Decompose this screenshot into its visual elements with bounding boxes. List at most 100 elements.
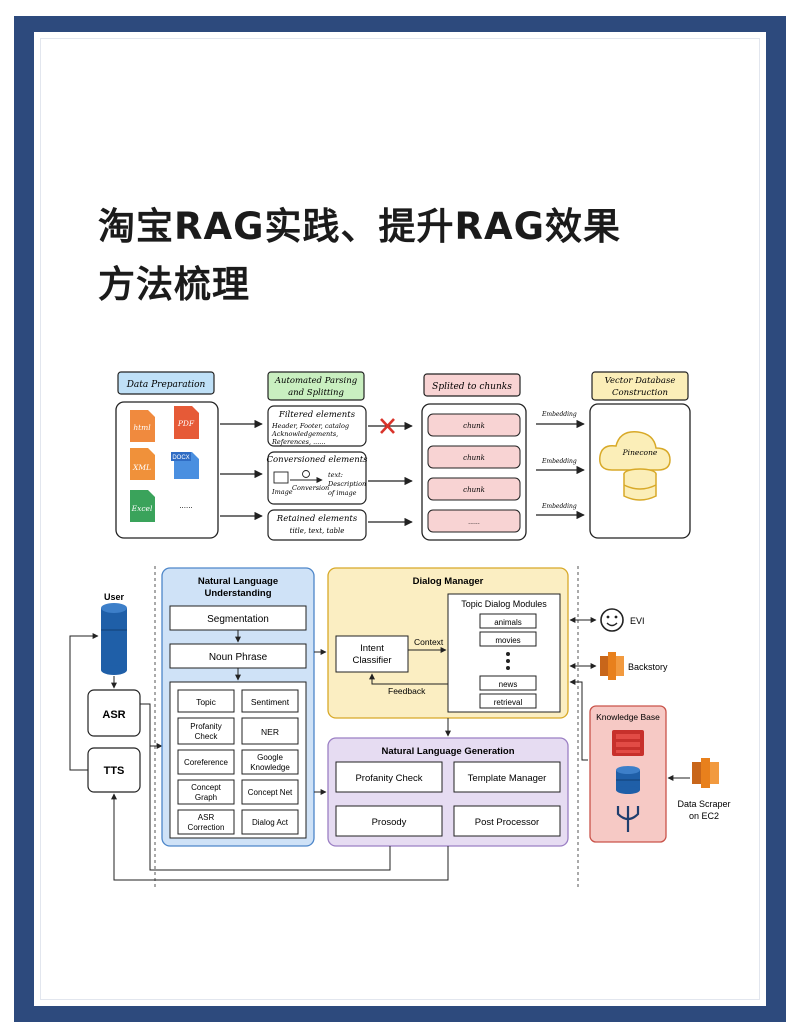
pinecone-label: Pinecone bbox=[622, 448, 658, 457]
data-prep-label: Data Preparation bbox=[126, 380, 206, 390]
profanity-label-1: Profanity bbox=[190, 722, 222, 731]
prosody-label: Prosody bbox=[372, 817, 407, 828]
concept-graph-label-1: Concept bbox=[191, 783, 222, 792]
page-title-line-1: 淘宝RAG实践、提升RAG效果 bbox=[98, 205, 621, 248]
chunks-box bbox=[421, 403, 527, 541]
trident-icon bbox=[616, 806, 640, 832]
feedback-label: Feedback bbox=[388, 686, 426, 696]
svg-text:Excel: Excel bbox=[131, 504, 153, 513]
parsing-header bbox=[267, 371, 365, 401]
image-icon bbox=[273, 471, 289, 484]
dialog-act-label: Dialog Act bbox=[252, 818, 289, 827]
embedding-label: Embedding bbox=[541, 458, 577, 465]
google-label-1: Google bbox=[257, 753, 283, 762]
segmentation-box bbox=[169, 605, 307, 631]
filtered-elements-box bbox=[267, 405, 367, 447]
paper-border bbox=[40, 38, 760, 1000]
nlg-profanity-label: Profanity Check bbox=[355, 773, 422, 784]
ner-box bbox=[241, 717, 299, 745]
svg-text:PDF: PDF bbox=[177, 419, 195, 428]
noun-phrase-box bbox=[169, 643, 307, 669]
xml-file-icon: XML bbox=[130, 448, 155, 480]
more-files-label: ...... bbox=[179, 501, 192, 510]
ner-label: NER bbox=[261, 727, 279, 737]
concept-net-label: Concept Net bbox=[248, 788, 293, 797]
rag-pipeline-diagram: Data Preparation Automated Parsing and S… bbox=[115, 371, 691, 541]
vector-header bbox=[591, 371, 689, 401]
nlu-title-1: Natural Language bbox=[198, 576, 278, 587]
conversion-title: Conversioned elements bbox=[267, 455, 369, 465]
asr-correction-label-2: Correction bbox=[188, 823, 225, 832]
conversion-label: Conversion bbox=[292, 484, 329, 492]
context-label: Context bbox=[414, 637, 444, 647]
post-processor-label: Post Processor bbox=[475, 817, 539, 828]
topic-modules-label: Topic Dialog Modules bbox=[461, 599, 547, 609]
dm-title: Dialog Manager bbox=[413, 576, 484, 587]
sentiment-box bbox=[241, 689, 299, 713]
post-processor-box bbox=[453, 805, 561, 837]
filtered-title: Filtered elements bbox=[278, 410, 356, 420]
noun-phrase-label: Noun Phrase bbox=[209, 652, 268, 663]
vector-label-2: Construction bbox=[612, 388, 668, 398]
chunks-header bbox=[423, 373, 521, 397]
scraper-label-2: on EC2 bbox=[689, 811, 719, 821]
user-label: User bbox=[104, 592, 125, 602]
filtered-line-1: Header, Footer, catalog bbox=[271, 422, 349, 430]
evi-label: EVI bbox=[630, 616, 645, 626]
coreference-box bbox=[177, 749, 235, 775]
chunk-label: chunk bbox=[463, 454, 485, 462]
intent-label-1: Intent bbox=[360, 643, 384, 654]
module-item bbox=[479, 613, 537, 629]
asr-box bbox=[87, 689, 141, 737]
filtered-line-2: Acknowledgements, bbox=[271, 430, 338, 438]
intent-classifier-box bbox=[335, 635, 409, 673]
embedding-label: Embedding bbox=[541, 411, 577, 418]
nlg-title: Natural Language Generation bbox=[381, 746, 514, 757]
retained-title: Retained elements bbox=[276, 514, 358, 524]
embedding-label: Embedding bbox=[541, 503, 577, 510]
ellipsis-dot bbox=[506, 659, 510, 663]
module-item bbox=[479, 693, 537, 709]
excel-file-icon: Excel bbox=[130, 490, 155, 522]
module-item bbox=[479, 631, 537, 647]
concept-graph-box bbox=[177, 779, 235, 805]
vector-label-1: Vector Database bbox=[605, 376, 676, 386]
reject-x-icon bbox=[380, 418, 395, 434]
module-item bbox=[479, 675, 537, 691]
prosody-box bbox=[335, 805, 443, 837]
data-prep-header bbox=[117, 371, 215, 395]
asr-correction-box bbox=[177, 809, 235, 835]
docx-file-icon: DOCX bbox=[171, 452, 199, 479]
google-knowledge-box bbox=[241, 749, 299, 775]
template-manager-box bbox=[453, 761, 561, 793]
chunk-label: chunk bbox=[463, 422, 485, 430]
filtered-line-3: References, ...... bbox=[271, 438, 326, 446]
coreference-label: Coreference bbox=[184, 758, 229, 767]
svg-text:DOCX: DOCX bbox=[172, 455, 189, 461]
user-database-icon bbox=[101, 603, 127, 675]
backstory-aws-icon bbox=[600, 652, 624, 680]
page-title-line-2: 方法梳理 bbox=[98, 263, 250, 306]
concept-net-box bbox=[241, 779, 299, 805]
data-scraper-aws-icon bbox=[692, 758, 719, 788]
chunk-label: ...... bbox=[468, 519, 480, 526]
module-label: animals bbox=[494, 618, 522, 627]
conversion-icon bbox=[302, 470, 310, 478]
conversion-of-label: of image bbox=[328, 489, 357, 497]
profanity-label-2: Check bbox=[195, 732, 219, 741]
scraper-label-1: Data Scraper bbox=[677, 799, 730, 809]
ellipsis-dot bbox=[506, 666, 510, 670]
nlg-profanity-box bbox=[335, 761, 443, 793]
svg-text:XML: XML bbox=[132, 463, 151, 472]
svg-text:html: html bbox=[133, 423, 151, 432]
intent-label-2: Classifier bbox=[352, 655, 391, 666]
module-label: news bbox=[499, 680, 518, 689]
html-file-icon: html bbox=[130, 410, 155, 442]
module-label: movies bbox=[495, 636, 520, 645]
concept-graph-label-2: Graph bbox=[195, 793, 217, 802]
segmentation-label: Segmentation bbox=[207, 614, 269, 625]
module-label: retrieval bbox=[494, 698, 523, 707]
dialog-architecture-diagram: User ASR TTS Natural Language Understand… bbox=[69, 566, 731, 888]
asr-label: ASR bbox=[102, 709, 125, 721]
profanity-check-box bbox=[177, 717, 235, 745]
